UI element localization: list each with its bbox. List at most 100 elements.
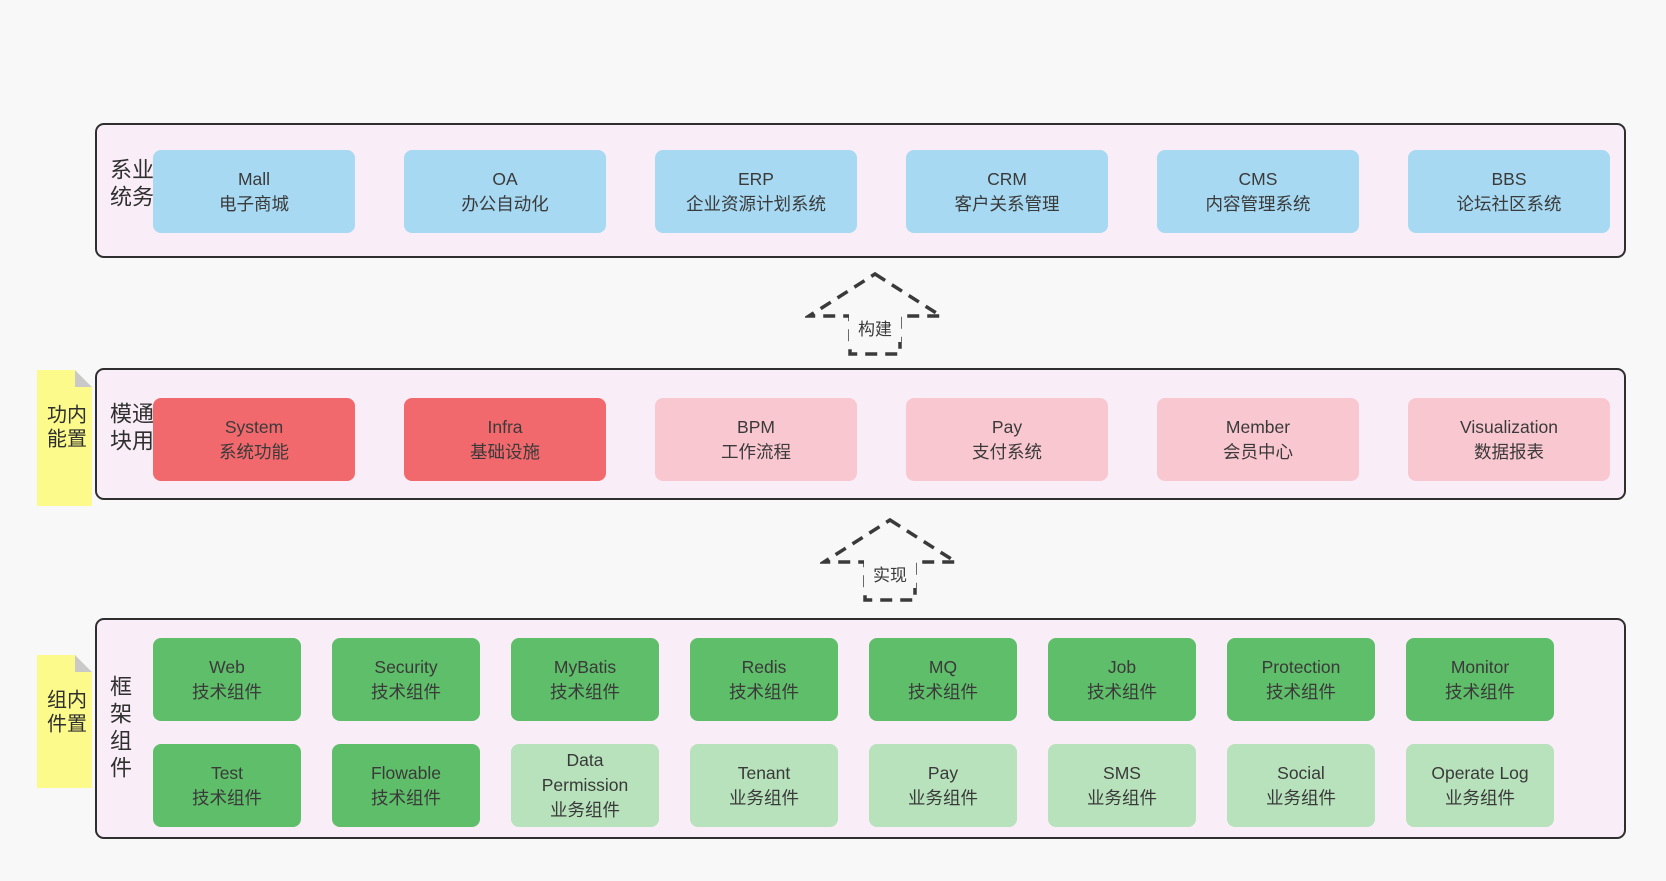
components-box-row-2: Test 技术组件 Flowable 技术组件 Data Permission … (153, 744, 1554, 827)
box-protection: Protection 技术组件 (1227, 638, 1375, 721)
box-visualization: Visualization 数据报表 (1408, 398, 1610, 481)
layer-common-modules: 通用模块 System 系统功能 Infra 基础设施 BPM 工作流程 Pay… (95, 368, 1626, 500)
box-subtitle: 业务组件 (550, 799, 620, 820)
box-redis: Redis 技术组件 (690, 638, 838, 721)
business-box-row: Mall 电子商城 OA 办公自动化 ERP 企业资源计划系统 CRM 客户关系… (153, 150, 1610, 233)
layer-framework-components: 框架组件 Web 技术组件 Security 技术组件 MyBatis 技术组件… (95, 618, 1626, 839)
box-subtitle: 工作流程 (721, 441, 791, 462)
box-member: Member 会员中心 (1157, 398, 1359, 481)
box-social: Social 业务组件 (1227, 744, 1375, 827)
box-title: SMS (1103, 762, 1141, 783)
box-title: CRM (987, 168, 1027, 189)
box-title: Test (210, 762, 244, 783)
box-title: Data Permission (541, 750, 629, 796)
box-title: BBS (1491, 168, 1527, 189)
box-title: Pay (927, 762, 959, 783)
box-subtitle: 电子商城 (219, 193, 289, 214)
box-subtitle: 内容管理系统 (1205, 193, 1311, 214)
box-tenant: Tenant 业务组件 (690, 744, 838, 827)
box-subtitle: 业务组件 (729, 787, 799, 808)
box-subtitle: 基础设施 (470, 441, 540, 462)
box-data-permission: Data Permission 业务组件 (511, 744, 659, 827)
box-title: BPM (737, 416, 775, 437)
note-text: 内置功能 (43, 404, 86, 452)
box-title: Flowable (370, 762, 442, 783)
box-title: Monitor (1450, 656, 1510, 677)
box-subtitle: 技术组件 (192, 681, 262, 702)
box-title: OA (492, 168, 518, 189)
note-built-in-features: 内置功能 (37, 370, 92, 506)
box-sms: SMS 业务组件 (1048, 744, 1196, 827)
note-fold-corner (75, 655, 92, 672)
box-subtitle: 系统功能 (219, 441, 289, 462)
box-title: Protection (1261, 656, 1341, 677)
box-subtitle: 技术组件 (371, 681, 441, 702)
box-title: Security (374, 656, 438, 677)
box-bbs: BBS 论坛社区系统 (1408, 150, 1610, 233)
box-subtitle: 技术组件 (729, 681, 799, 702)
box-title: Member (1225, 416, 1291, 437)
box-subtitle: 业务组件 (908, 787, 978, 808)
implement-arrow-up-icon: 实现 (820, 516, 960, 604)
box-oa: OA 办公自动化 (404, 150, 606, 233)
box-title: MQ (928, 656, 958, 677)
box-cms: CMS 内容管理系统 (1157, 150, 1359, 233)
box-test: Test 技术组件 (153, 744, 301, 827)
layer-modules-label: 通用模块 (107, 402, 154, 456)
box-subtitle: 技术组件 (371, 787, 441, 808)
box-subtitle: 技术组件 (908, 681, 978, 702)
box-infra: Infra 基础设施 (404, 398, 606, 481)
box-title: Social (1277, 762, 1325, 783)
box-subtitle: 办公自动化 (461, 193, 549, 214)
box-security: Security 技术组件 (332, 638, 480, 721)
box-title: Infra (487, 416, 523, 437)
box-subtitle: 技术组件 (1266, 681, 1336, 702)
box-subtitle: 业务组件 (1445, 787, 1515, 808)
box-subtitle: 业务组件 (1266, 787, 1336, 808)
box-title: Job (1107, 656, 1137, 677)
note-built-in-components: 内置组件 (37, 655, 92, 788)
box-subtitle: 技术组件 (550, 681, 620, 702)
box-title: Web (209, 656, 245, 677)
box-title: Tenant (737, 762, 791, 783)
box-bpm: BPM 工作流程 (655, 398, 857, 481)
box-subtitle: 会员中心 (1223, 441, 1293, 462)
box-title: System (224, 416, 284, 437)
box-subtitle: 业务组件 (1087, 787, 1157, 808)
implement-arrow-label: 实现 (873, 566, 907, 585)
box-subtitle: 客户关系管理 (954, 193, 1060, 214)
box-mq: MQ 技术组件 (869, 638, 1017, 721)
build-arrow-label: 构建 (858, 320, 892, 339)
box-title: Redis (741, 656, 787, 677)
box-subtitle: 技术组件 (1087, 681, 1157, 702)
layer-components-label: 框架组件 (107, 674, 132, 783)
build-arrow-up-icon: 构建 (805, 270, 945, 358)
box-subtitle: 论坛社区系统 (1456, 193, 1562, 214)
layer-business-label: 业务系统 (107, 157, 154, 212)
box-operate-log: Operate Log 业务组件 (1406, 744, 1554, 827)
box-pay-component: Pay 业务组件 (869, 744, 1017, 827)
box-monitor: Monitor 技术组件 (1406, 638, 1554, 721)
box-subtitle: 数据报表 (1474, 441, 1544, 462)
box-title: ERP (738, 168, 774, 189)
box-pay-system: Pay 支付系统 (906, 398, 1108, 481)
box-subtitle: 技术组件 (1445, 681, 1515, 702)
box-erp: ERP 企业资源计划系统 (655, 150, 857, 233)
box-job: Job 技术组件 (1048, 638, 1196, 721)
box-mall: Mall 电子商城 (153, 150, 355, 233)
box-subtitle: 技术组件 (192, 787, 262, 808)
components-box-row-1: Web 技术组件 Security 技术组件 MyBatis 技术组件 Redi… (153, 638, 1554, 721)
box-crm: CRM 客户关系管理 (906, 150, 1108, 233)
box-title: CMS (1238, 168, 1278, 189)
box-web: Web 技术组件 (153, 638, 301, 721)
note-fold-corner (75, 370, 92, 387)
box-subtitle: 支付系统 (972, 441, 1042, 462)
box-mybatis: MyBatis 技术组件 (511, 638, 659, 721)
box-system: System 系统功能 (153, 398, 355, 481)
box-title: Pay (991, 416, 1023, 437)
box-title: Operate Log (1431, 762, 1529, 783)
box-flowable: Flowable 技术组件 (332, 744, 480, 827)
box-title: MyBatis (553, 656, 617, 677)
note-text: 内置组件 (43, 688, 86, 737)
